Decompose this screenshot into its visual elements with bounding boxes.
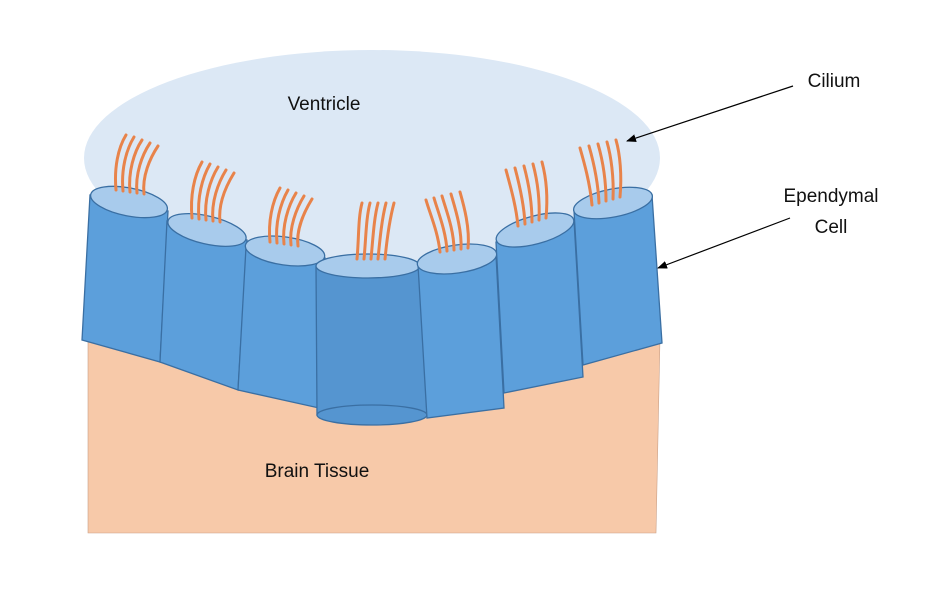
cilia-tuft-2 [190,160,236,224]
cilia-tuft-7 [578,138,623,207]
cilia-tuft-3 [268,186,314,248]
ependymal-cell-3 [237,235,326,409]
ependymal-cell-1 [81,185,169,363]
cilia-tuft-5 [424,190,470,254]
ependymal-label-line2: Cell [815,217,848,238]
cilia-tuft-1 [114,133,160,196]
ependymal-cell-5 [416,243,505,419]
cilia-tuft-4 [355,201,396,261]
cilia-tuft-6 [504,160,549,228]
cilium-pointer-arrow [626,85,794,142]
ependymal-cell-7 [572,186,663,366]
cilium-label: Cilium [808,71,861,92]
brain-tissue-label: Brain Tissue [265,461,370,482]
ependymal-label-line1: Ependymal [783,186,878,207]
ependymal-cell-6 [495,212,584,394]
ependymal-cell-4 [315,253,428,426]
ependymal-pointer-arrow [657,217,791,269]
ependymal-cell-2 [159,213,248,391]
ventricle-label: Ventricle [288,94,361,115]
